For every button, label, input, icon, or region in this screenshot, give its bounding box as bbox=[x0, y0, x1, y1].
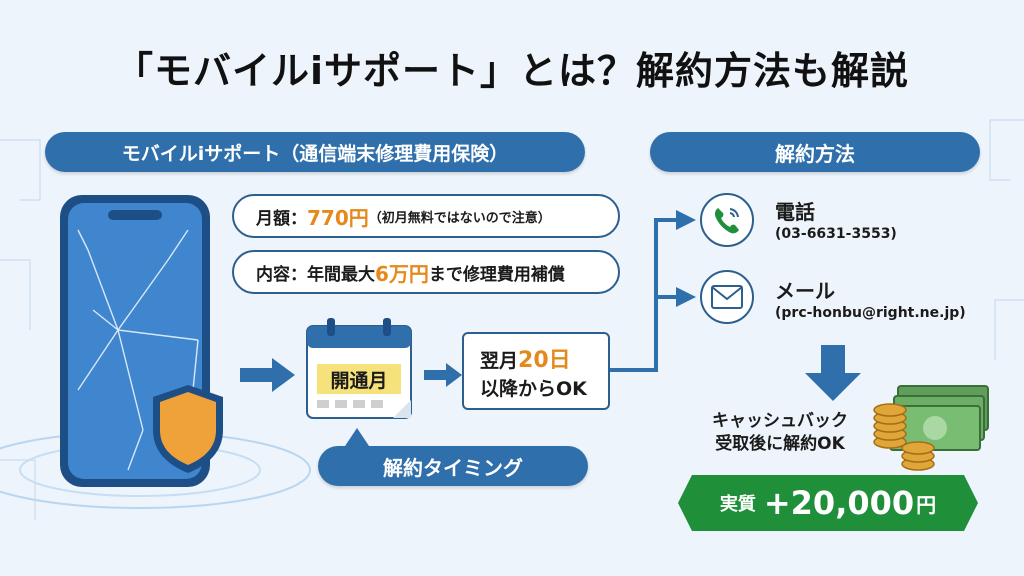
fee-label: 月額： bbox=[256, 208, 307, 229]
mail-label: メール bbox=[775, 279, 835, 303]
arrow-up-icon bbox=[345, 428, 369, 446]
real-value-banner: 実質 +20,000 円 bbox=[678, 475, 978, 531]
mail-address[interactable]: (prc-honbu@right.ne.jp) bbox=[775, 305, 966, 321]
fee-bubble: 月額： 770円 （初月無料ではないので注意） bbox=[232, 194, 620, 238]
phone-icon bbox=[700, 193, 754, 247]
money-icon bbox=[873, 385, 989, 471]
left-header-pill: モバイルiサポート（通信端末修理費用保険） bbox=[45, 132, 585, 172]
next-month-prefix: 翌月 bbox=[480, 349, 519, 372]
fee-value: 770円 bbox=[307, 205, 369, 230]
connector-lines bbox=[610, 210, 696, 372]
cashback-line1: キャッシュバック bbox=[712, 411, 848, 431]
real-value: +20,000 bbox=[763, 484, 915, 522]
cashback-line2: 受取後に解約OK bbox=[715, 434, 845, 454]
shield-icon bbox=[153, 385, 223, 473]
next-month-line2: 以降からOK bbox=[480, 377, 587, 400]
arrow-down-icon bbox=[805, 345, 861, 401]
real-prefix: 実質 bbox=[719, 494, 756, 515]
arrow-right-small-icon bbox=[424, 363, 462, 387]
cashback-text: キャッシュバック 受取後に解約OK bbox=[690, 410, 870, 456]
content-label: 内容：年間最大 bbox=[256, 264, 375, 285]
next-month-day: 20日 bbox=[518, 347, 571, 373]
mail-icon bbox=[700, 270, 754, 324]
real-unit: 円 bbox=[916, 492, 937, 517]
calendar-icon: 開通月 bbox=[305, 318, 415, 422]
timing-pill: 解約タイミング bbox=[318, 446, 588, 486]
content-value: 6万円 bbox=[375, 261, 429, 286]
phone-label: 電話 bbox=[775, 200, 815, 224]
content-bubble: 内容：年間最大 6万円 まで修理費用補償 bbox=[232, 250, 620, 294]
cracked-phone-icon bbox=[60, 195, 223, 487]
calendar-label: 開通月 bbox=[317, 364, 401, 394]
next-month-box: 翌月20日 以降からOK bbox=[462, 332, 610, 410]
arrow-right-icon bbox=[240, 358, 295, 392]
fee-note: （初月無料ではないので注意） bbox=[368, 210, 551, 226]
content-suffix: まで修理費用補償 bbox=[428, 264, 565, 285]
phone-number[interactable]: (03-6631-3553) bbox=[775, 226, 897, 242]
right-header-pill: 解約方法 bbox=[650, 132, 980, 172]
page-title: 「モバイルiサポート」とは？解約方法も解説 bbox=[114, 49, 910, 93]
